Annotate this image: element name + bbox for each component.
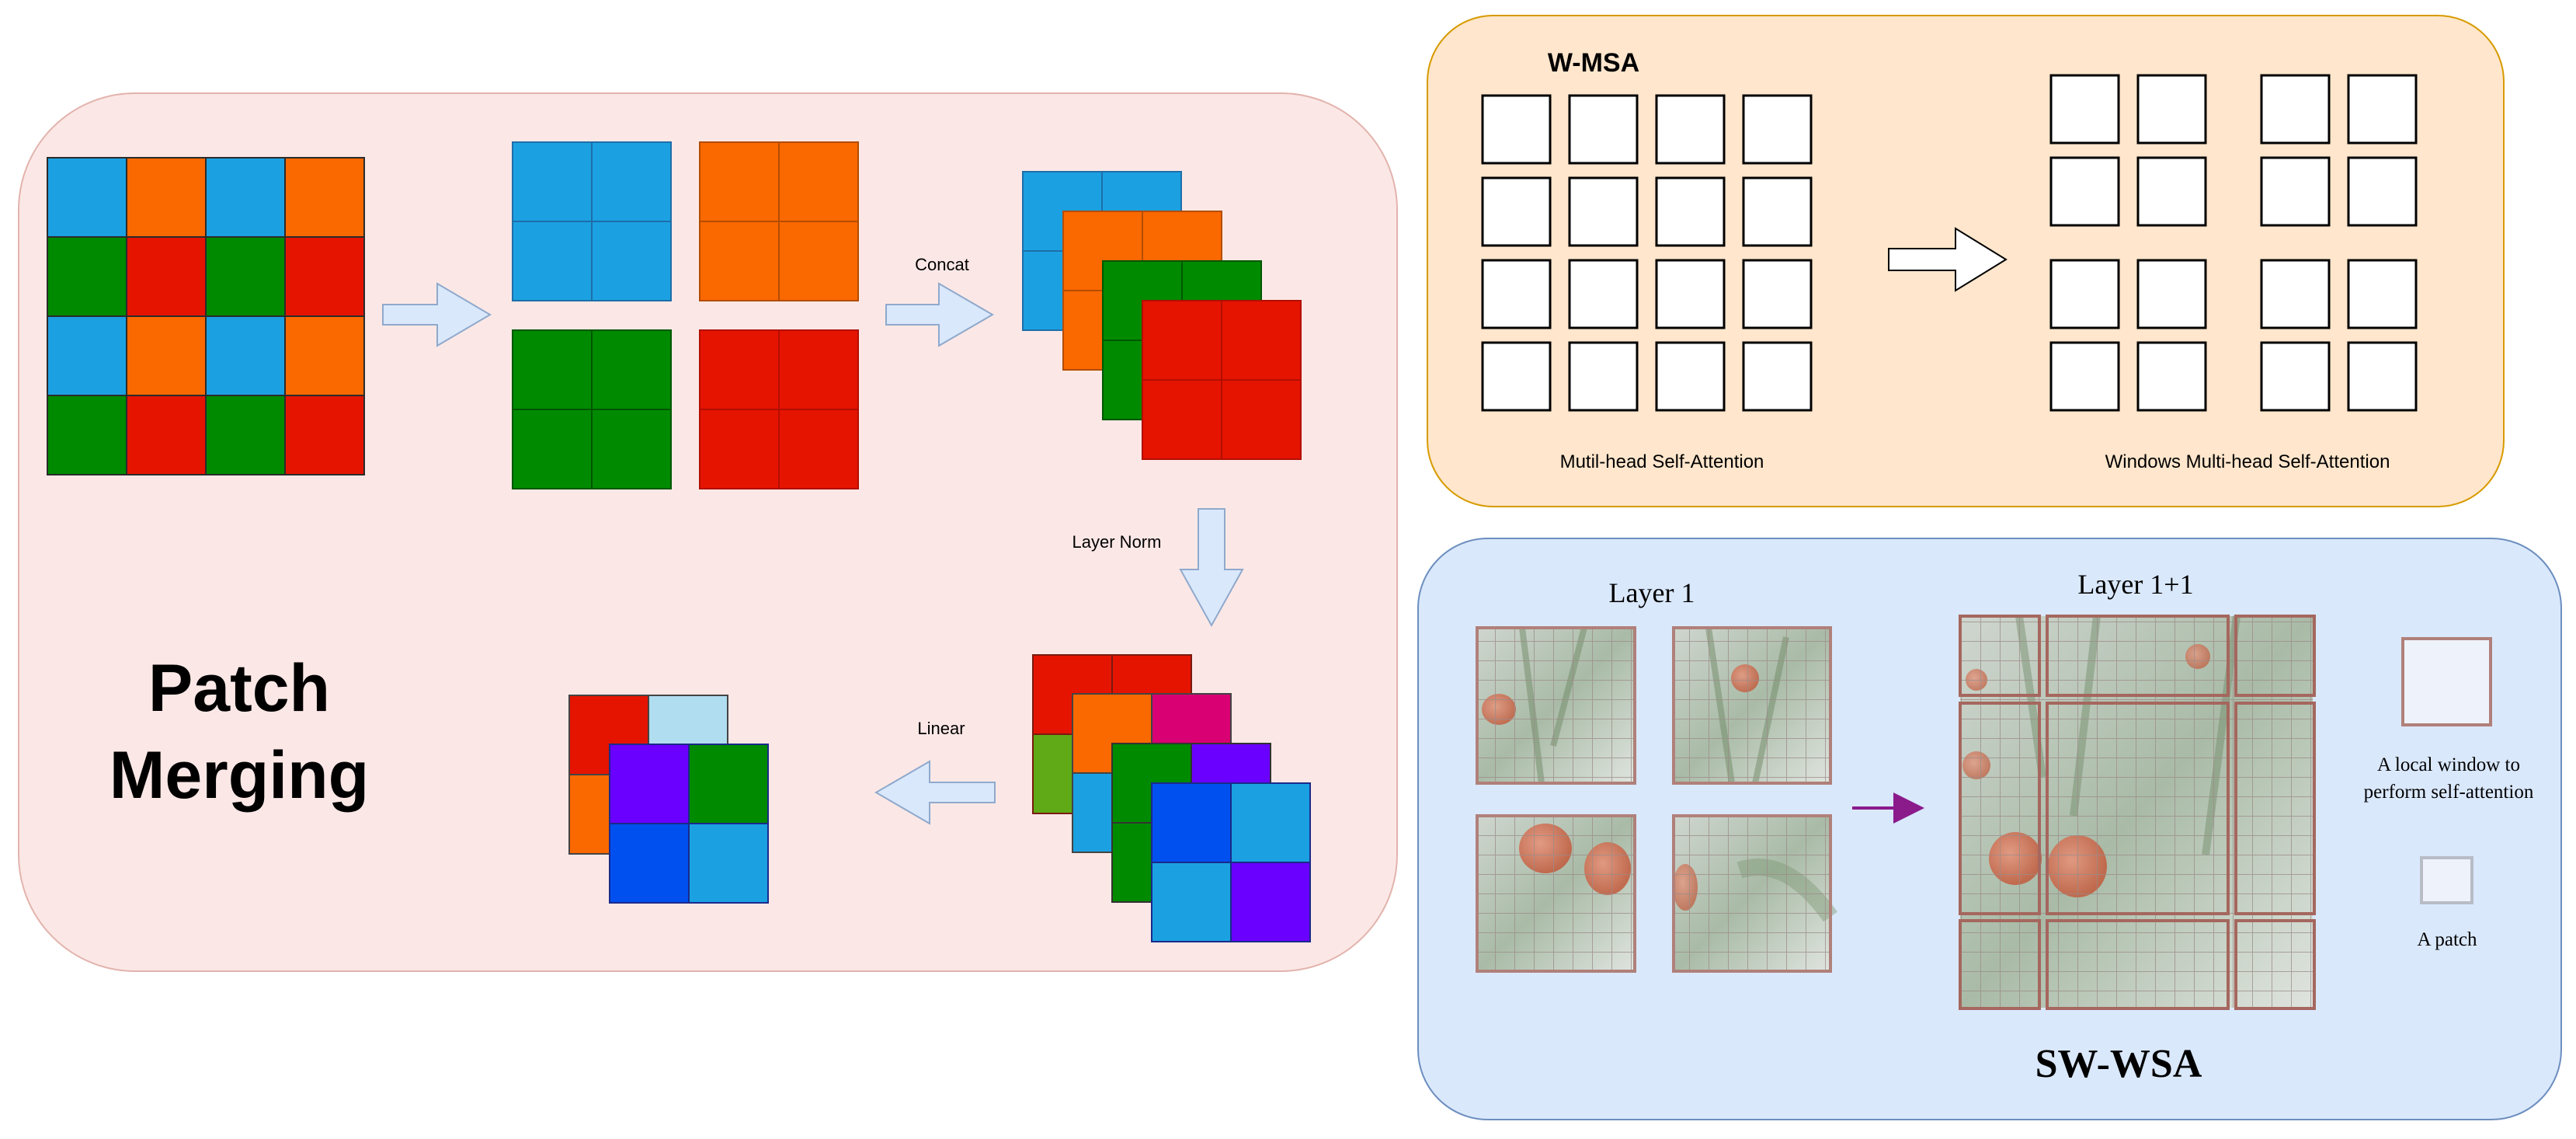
- shifted-window: [1959, 615, 2041, 697]
- shifted-window: [2234, 919, 2316, 1010]
- w-msa-title: W-MSA: [1548, 48, 1639, 78]
- split-arrow: [382, 282, 492, 347]
- layer-1-window: [1476, 814, 1636, 973]
- concat-stack: [1022, 171, 1302, 460]
- split-orange-group: [699, 141, 859, 301]
- linear-label: Linear: [917, 719, 965, 738]
- w-msa-right-caption: Windows Multi-head Self-Attention: [2105, 451, 2390, 472]
- layer-1-window: [1672, 814, 1837, 973]
- windowed-attention-grid: [2049, 74, 2418, 412]
- input-feature-map: [47, 157, 365, 475]
- layernorm-stack: [1032, 654, 1311, 942]
- layer-1-window: [1672, 626, 1832, 785]
- shifted-window: [2046, 615, 2230, 697]
- shifted-window: [1959, 919, 2041, 1010]
- shifted-window: [2046, 919, 2230, 1010]
- split-green-group: [512, 329, 672, 489]
- layer-l-plus-1-windows: [1959, 615, 2316, 1010]
- layer-norm-arrow: [1179, 508, 1244, 628]
- legend-window-label-line2: perform self-attention: [2364, 782, 2534, 803]
- concat-label: Concat: [915, 255, 969, 274]
- layer-l-plus-1-label: Layer 1+1: [2077, 569, 2193, 600]
- w-msa-arrow: [1888, 227, 2008, 292]
- linear-arrow: [874, 760, 996, 825]
- legend-window-swatch: [2401, 637, 2492, 726]
- shifted-window: [2234, 615, 2316, 697]
- patch-merging-title-line2: Merging: [110, 738, 369, 813]
- split-blue-group: [512, 141, 672, 301]
- sw-wsa-title: SW-WSA: [2035, 1042, 2202, 1086]
- layer-norm-label: Layer Norm: [1072, 532, 1162, 552]
- legend-patch-swatch: [2420, 856, 2473, 904]
- patch-merging-title-line1: Patch: [148, 651, 330, 726]
- legend-patch-label: A patch: [2417, 929, 2477, 950]
- shifted-window: [2046, 702, 2230, 915]
- w-msa-left-caption: Mutil-head Self-Attention: [1560, 451, 1764, 472]
- legend-window-label-line1: A local window to: [2377, 754, 2520, 775]
- shifted-window: [1959, 702, 2041, 915]
- merged-output: [568, 695, 769, 904]
- split-red-group: [699, 329, 859, 489]
- layer-1-window: [1476, 626, 1636, 785]
- layer-1-windows: [1476, 626, 1837, 973]
- shifted-window: [2234, 702, 2316, 915]
- layer-1-label: Layer 1: [1609, 577, 1695, 608]
- concat-arrow: [885, 282, 994, 347]
- global-attention-grid: [1481, 94, 1813, 412]
